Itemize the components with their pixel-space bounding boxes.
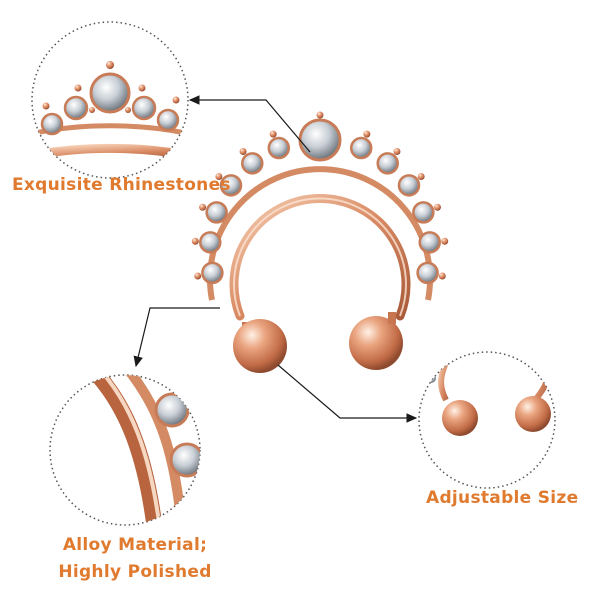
right-ball-end: [349, 316, 403, 370]
zoom-circle-rhinestones: [31, 21, 189, 179]
rhinestone: [298, 118, 342, 162]
prong: [393, 147, 401, 155]
rhinestone-row: [191, 111, 449, 285]
rhinestone: [376, 152, 399, 175]
arrow-icon: [133, 95, 418, 423]
rhinestone: [416, 261, 439, 285]
rhinestone: [241, 152, 264, 175]
rhinestone: [219, 174, 243, 197]
rhinestone: [418, 231, 441, 254]
rhinestone: [205, 201, 228, 224]
prong: [433, 203, 441, 211]
prong: [191, 237, 199, 245]
prong: [441, 237, 449, 245]
rhinestone: [199, 231, 222, 254]
crown-setting: [207, 166, 433, 301]
prong: [316, 111, 324, 119]
prong: [417, 173, 425, 181]
caption-alloy-line2: Highly Polished: [58, 562, 212, 582]
prong: [239, 147, 247, 155]
arrow-alloy: [133, 307, 220, 368]
rhinestone: [397, 174, 421, 197]
horseshoe-ring: [207, 166, 433, 321]
caption-alloy-line1: Alloy Material;: [62, 535, 208, 555]
ring-band: [229, 193, 411, 321]
prong: [363, 130, 371, 138]
rhinestone: [412, 201, 435, 224]
caption-exquisite-rhinestones: Exquisite Rhinestones: [12, 175, 231, 195]
left-ball-end: [233, 319, 287, 373]
rhinestone-icon: [40, 61, 180, 136]
arrow-rhinestones: [188, 95, 311, 153]
ball-end-icon: [233, 312, 403, 373]
caption-adjustable-size: Adjustable Size: [426, 488, 579, 508]
rhinestone: [201, 261, 224, 285]
zoom-circle-adjustable: [418, 351, 556, 489]
prong: [438, 272, 446, 280]
prong: [194, 272, 202, 280]
rhinestone: [349, 136, 373, 160]
rhinestone: [267, 136, 291, 160]
arrow-adjustable: [277, 364, 418, 423]
caption-alloy-material: Alloy Material; Highly Polished: [58, 532, 212, 586]
prong: [199, 203, 207, 211]
zoom-circle-alloy: [49, 374, 201, 526]
prong: [269, 130, 277, 138]
prong: [215, 173, 223, 181]
